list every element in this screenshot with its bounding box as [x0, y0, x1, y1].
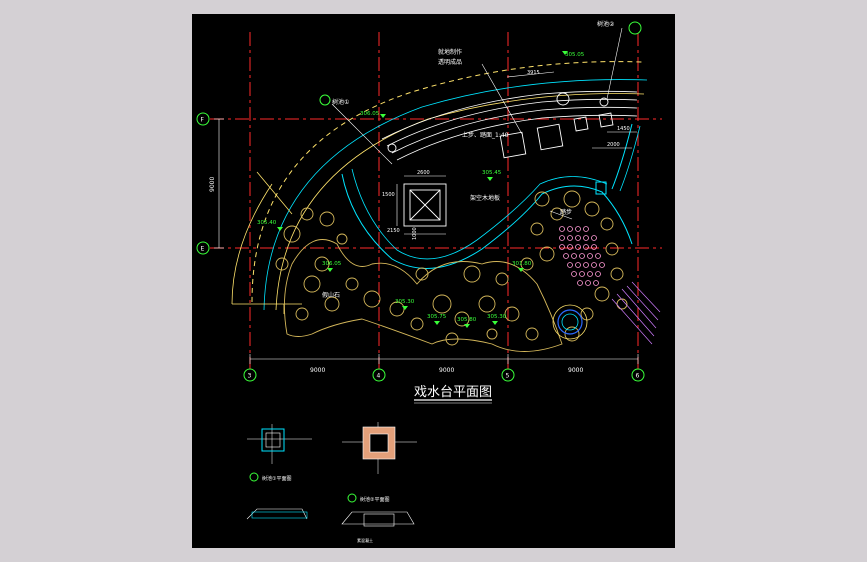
deck-label: 架空木地板 [470, 194, 500, 202]
dim-3915: 3915 [527, 70, 540, 76]
elevation-1: 305.40 [257, 220, 277, 226]
detail-sections: 素混凝土 [246, 508, 415, 543]
dim-2000: 2000 [607, 142, 620, 148]
grid-bubble-3 [243, 368, 257, 382]
dim-2150: 2150 [387, 228, 400, 234]
grid-label-f: F [201, 117, 205, 124]
grid-lines [210, 32, 662, 372]
outer-boundary-arc [251, 61, 643, 303]
elevation-2: 306.05 [322, 261, 342, 267]
drawing-sheet: 9000 9000 9000 9000 3 4 5 6 F E 就地制作 透明成… [192, 14, 675, 548]
detail1-title: 树池①平面图 [262, 475, 291, 482]
elevation-9: 305.30 [487, 314, 507, 320]
rockery [275, 190, 628, 352]
drawing-texts: 9000 9000 9000 9000 3 4 5 6 F E 就地制作 透明成… [201, 20, 640, 380]
dimension-lines [214, 118, 639, 364]
bay-dimension-2: 9000 [439, 367, 454, 374]
bay-dimension-3: 9000 [568, 367, 583, 374]
side-dimension: 9000 [209, 177, 216, 192]
detail-tree-pool-2: 树池②平面图 [342, 422, 417, 503]
elevation-3: 306.05 [360, 111, 380, 117]
drawing-title: 戏水台平面图 [414, 385, 492, 400]
tree-pool-markers [319, 21, 642, 106]
deck-panel-1 [499, 131, 527, 159]
right-stream [611, 281, 661, 345]
elevation-texts: 305.40 306.05 306.05 305.45 301.80 305.3… [257, 52, 585, 323]
tree-pool-square [403, 183, 447, 227]
detail-tree-pool-1: 树池①平面图 [247, 424, 312, 482]
callout-fabricate: 就地制作 [438, 48, 462, 56]
elevation-10: 305.05 [565, 52, 585, 58]
elevation-4: 305.45 [482, 170, 502, 176]
water-edge [341, 173, 633, 269]
leader-lines [331, 27, 623, 220]
rock-label: 假山石 [322, 291, 340, 299]
stair-label: 上步、踏面_1:40 [462, 131, 509, 139]
grid-bubble-f [196, 112, 210, 126]
cad-drawing: 9000 9000 9000 9000 3 4 5 6 F E 就地制作 透明成… [196, 20, 662, 543]
steps-label: 踏步 [560, 208, 572, 216]
elevation-7: 305.75 [427, 314, 447, 320]
deck-panel-2 [536, 123, 564, 151]
dim-1450: 1450 [617, 126, 630, 132]
elevation-markers [277, 51, 568, 328]
paving-arcs [263, 79, 648, 311]
grid-label-3: 3 [248, 373, 252, 380]
grid-label-4: 4 [377, 373, 381, 380]
grid-label-6: 6 [636, 373, 640, 380]
dim-1000: 1000 [412, 227, 418, 240]
stepping-stones [559, 226, 605, 286]
grid-label-e: E [201, 246, 205, 253]
right-water-channel [611, 123, 633, 190]
bay-dimension-1: 9000 [310, 367, 325, 374]
elevation-8: 305.80 [457, 317, 477, 323]
deck-features [387, 92, 614, 227]
detail2-title: 树池②平面图 [360, 496, 389, 503]
grid-label-5: 5 [506, 373, 510, 380]
elevation-6: 305.30 [395, 299, 415, 305]
grid-bubble-e [196, 241, 210, 255]
fountain-pool [552, 304, 588, 340]
dim-1500: 1500 [382, 192, 395, 198]
grid-bubble-5 [501, 368, 515, 382]
grid-bubble-4 [372, 368, 386, 382]
dim-2600: 2600 [417, 170, 430, 176]
left-fan-lines [231, 171, 302, 314]
water-edge-inner [351, 168, 608, 260]
elevation-5: 301.80 [512, 261, 532, 267]
grid-bubbles [196, 112, 645, 382]
tree-pool-label-2: 树池② [597, 20, 615, 28]
section-note: 素混凝土 [357, 537, 373, 543]
channel-box [595, 181, 607, 195]
tree-pool-label-1: 树池① [332, 98, 349, 106]
callout-transparent: 透明成品 [438, 58, 462, 66]
grid-bubble-6 [631, 368, 645, 382]
